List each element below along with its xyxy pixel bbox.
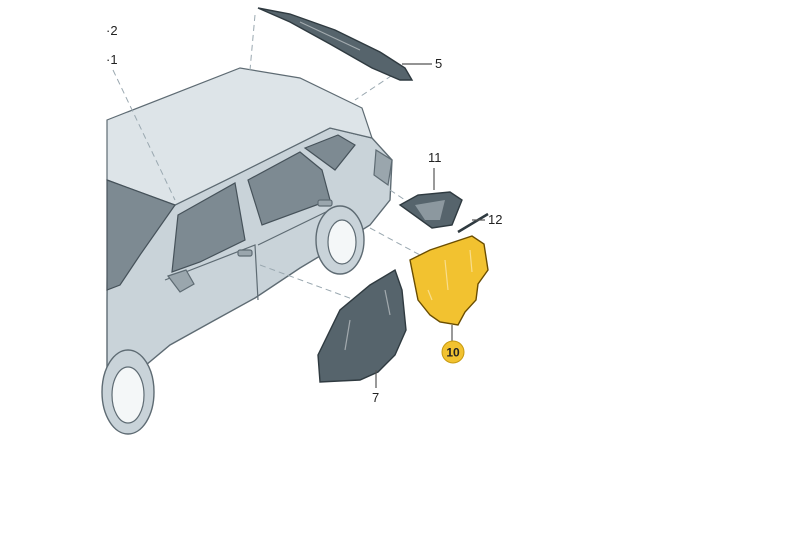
car-body-illustration <box>101 67 393 435</box>
part-5-rear-window[interactable] <box>257 7 414 81</box>
callout-labels: ·2 ·1 5 11 12 7 10 <box>106 23 502 405</box>
callout-10-label: 10 <box>446 346 460 360</box>
callout-10-badge: 10 <box>441 340 465 364</box>
part-10-rear-door-glass[interactable] <box>409 235 489 326</box>
leader-lines <box>375 63 485 388</box>
part-12-seal-strip[interactable] <box>457 212 489 234</box>
part-7-front-door-glass[interactable] <box>317 268 407 383</box>
callout-7-label: 7 <box>372 390 379 405</box>
part-11-quarter-glass[interactable] <box>398 191 463 229</box>
callout-11-label: 11 <box>428 150 442 165</box>
callout-1-label: ·1 <box>106 52 118 67</box>
callout-12-label: 12 <box>488 212 502 227</box>
callout-2-label: ·2 <box>106 23 118 38</box>
explode-lines <box>112 14 421 301</box>
callout-5-label: 5 <box>435 56 442 71</box>
